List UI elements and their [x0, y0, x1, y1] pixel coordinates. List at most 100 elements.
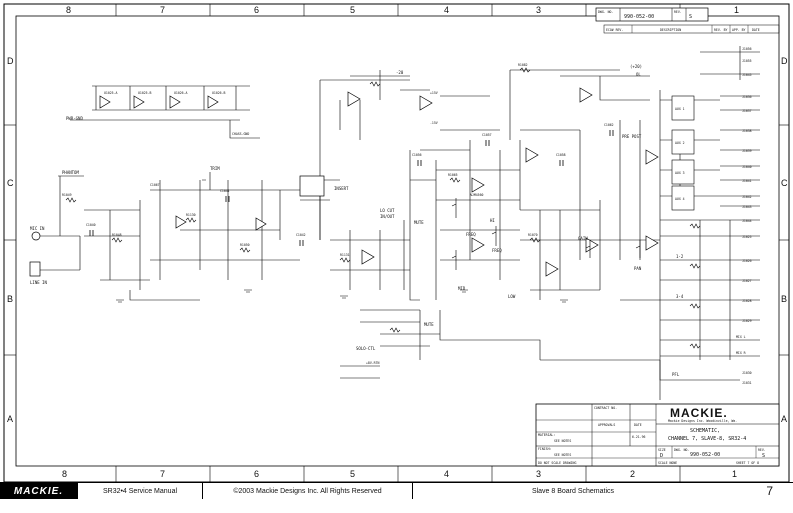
aux-buffers: [671, 95, 695, 211]
revision-block: ECO# REV. DESCRIPTION REV. BY APP. BY DA…: [603, 24, 780, 34]
approvals-label: APPROVALS: [598, 423, 615, 427]
connector-label: J1055: [742, 59, 752, 63]
dwg-label: DWG. NO.: [674, 448, 689, 452]
row-label-left: B: [7, 294, 13, 304]
rev-label: REV.: [674, 10, 682, 14]
freq-label: FREQ: [466, 232, 476, 237]
connector-label: J1030: [742, 371, 752, 375]
ic-label: U1025-A: [104, 91, 118, 95]
phantom-label: PHANTOM: [62, 170, 79, 175]
rev-header: DATE: [752, 28, 760, 32]
sheet-label: SHEET 7 OF 8: [736, 461, 759, 465]
aux-label: AUX 3: [675, 171, 685, 175]
component-ref: C1056: [412, 153, 422, 157]
component-ref: C1067: [150, 183, 160, 187]
connector-label: J1056: [742, 47, 752, 51]
connector-label: J1026: [742, 259, 752, 263]
date-label: DATE: [634, 423, 642, 427]
aux-label: AUX 2: [675, 141, 685, 145]
solo-label: SOLO-CTL: [356, 346, 376, 351]
row-label-right: C: [781, 178, 788, 188]
rev-header: APP. BY: [732, 28, 746, 32]
dwg-no-label: DWG. NO.: [598, 10, 613, 14]
rev-header: REV. BY: [714, 28, 728, 32]
component-ref: R1070: [528, 233, 538, 237]
col-label-bottom: 1: [732, 469, 737, 479]
resistor-symbols: [65, 67, 701, 349]
title-block: CONTRACT NO. APPROVALS DATE 6-21-96 MATE…: [535, 403, 780, 467]
rev-value: S: [689, 14, 692, 20]
circuit-wiring: [36, 46, 760, 400]
insert-label: INSERT: [334, 186, 349, 191]
pot-symbols: [202, 172, 641, 270]
rev-value: S: [762, 453, 765, 459]
trim-label: TRIM: [210, 166, 220, 171]
footer-brand: MACKIE.: [0, 483, 78, 499]
bus-label: 1-2: [676, 254, 684, 259]
component-ref: R1131: [340, 253, 350, 257]
col-label-bottom: 5: [350, 469, 355, 479]
company-line: Mackie Designs Inc. Woodinville, Wa.: [668, 419, 737, 423]
minus20-label: -20: [396, 70, 404, 75]
col-label-bottom: 6: [254, 469, 259, 479]
dwg-value: 990-052-00: [690, 452, 720, 458]
component-ref: C1040: [86, 223, 96, 227]
footer-page-number: 7: [766, 484, 773, 498]
ic-label: U1026-A: [174, 91, 188, 95]
line-in-label: LINE IN: [30, 280, 47, 285]
see-notes: SEE NOTES: [554, 439, 571, 443]
connector-label: J1044: [742, 219, 752, 223]
lo-cut-label: LO CUT: [380, 208, 395, 213]
title-line: SCHEMATIC,: [690, 428, 720, 434]
connector-label: J1042: [742, 195, 752, 199]
col-label-top: 8: [66, 5, 71, 15]
hi-eq-label: HI: [490, 218, 495, 223]
component-ref: R1130: [186, 213, 196, 217]
rail-label: -15V: [430, 121, 438, 125]
drn-date: 6-21-96: [632, 435, 646, 439]
connector-label: J1031: [742, 381, 752, 385]
mid-eq-label: MID: [458, 286, 466, 291]
col-label-top: 7: [160, 5, 165, 15]
connector-label: J1029: [742, 319, 752, 323]
connector-label: J1038: [742, 129, 752, 133]
component-ref: R1050: [240, 243, 250, 247]
component-ref: R1065: [448, 173, 458, 177]
component-ref: C1062: [604, 123, 614, 127]
aux-label: AUX 4: [675, 197, 685, 201]
col-label-bottom: 8: [62, 469, 67, 479]
col-label-bottom: 3: [536, 469, 541, 479]
connector-label: J1037: [742, 109, 752, 113]
pan-label: PAN: [634, 266, 642, 271]
ic-label: NJM4560: [470, 193, 484, 197]
row-label-left: A: [7, 414, 13, 424]
footer-copyright: ©2003 Mackie Designs Inc. All Rights Res…: [203, 483, 413, 499]
mute-label-b: MUTE: [424, 322, 434, 327]
component-ref: C1058: [556, 153, 566, 157]
col-label-bottom: 7: [160, 469, 165, 479]
component-ref: C1041: [220, 189, 230, 193]
page-footer: MACKIE. SR32•4 Service Manual ©2003 Mack…: [0, 482, 793, 499]
col-label-bottom: 2: [630, 469, 635, 479]
row-label-left: C: [7, 178, 14, 188]
zone-ticks: [4, 4, 789, 482]
connector-label: J1043: [742, 205, 752, 209]
pre-post-label: PRE POST: [622, 134, 642, 139]
scale-label: SCALE NONE: [658, 461, 677, 465]
rev-header: ECO# REV.: [606, 28, 623, 32]
rail-label: +15V: [430, 91, 438, 95]
mic-in-label: MIC IN: [30, 226, 45, 231]
connector-label: J1040: [742, 165, 752, 169]
finish-label: FINISH:: [538, 447, 552, 451]
pwr-gnd-label: PWR-GND: [66, 116, 83, 121]
ic-label: U1025-B: [138, 91, 152, 95]
col-label-top: 4: [444, 5, 449, 15]
component-ref: C1057: [482, 133, 492, 137]
see-notes: SEE NOTES: [554, 453, 571, 457]
inner-border: [15, 15, 780, 467]
mix-label: MIX L: [736, 335, 746, 339]
ic-label: U1026-B: [212, 91, 226, 95]
freq-label-b: FREQ: [492, 248, 502, 253]
connector-label: J1025: [742, 235, 752, 239]
contract-label: CONTRACT NO.: [594, 406, 617, 410]
